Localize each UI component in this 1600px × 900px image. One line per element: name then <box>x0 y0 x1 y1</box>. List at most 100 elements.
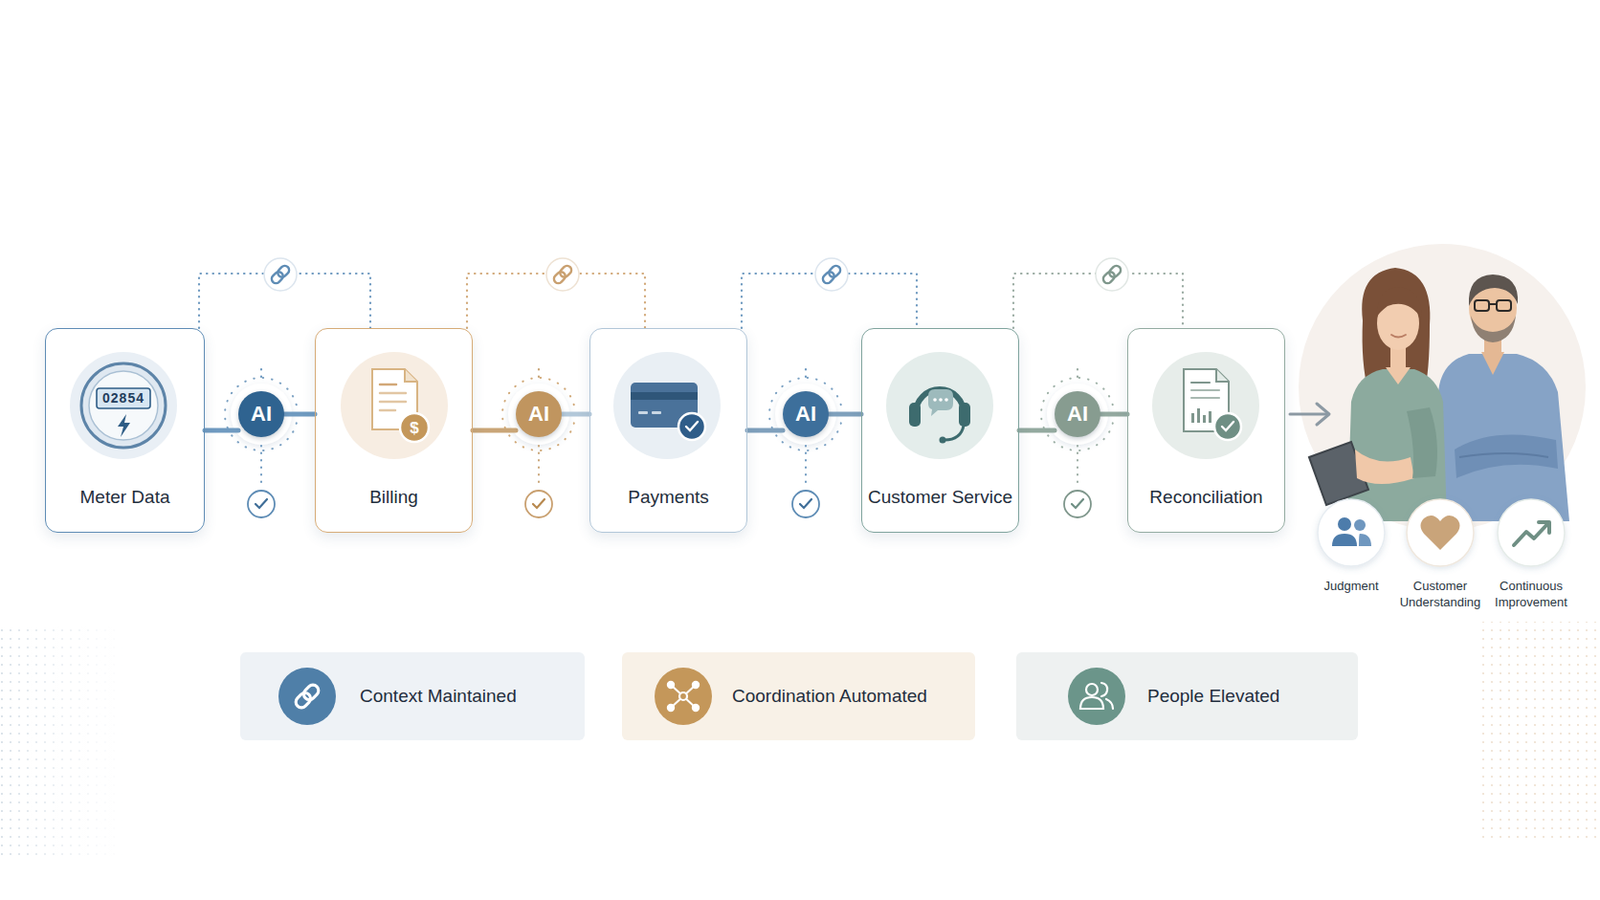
headset-icon-part <box>938 398 943 402</box>
report-icon-part <box>1191 397 1220 400</box>
headset-icon-part <box>958 402 971 427</box>
pill-icons-part <box>667 682 699 712</box>
people-illustration-part <box>1406 407 1438 479</box>
people-illustration-part <box>1361 267 1430 393</box>
report-icon-part <box>1191 381 1210 384</box>
check-markers-part <box>247 490 275 518</box>
context-link <box>199 273 371 329</box>
value-icons-part <box>1406 499 1474 567</box>
ai-halos-part <box>775 383 837 445</box>
check-markers-part <box>533 499 545 509</box>
link-icons-part <box>264 258 297 291</box>
headset-icon-part <box>909 402 921 427</box>
dot-texture-part <box>1478 622 1600 843</box>
process-box: Billing <box>314 328 473 534</box>
people-illustration-part <box>1385 367 1411 385</box>
people-illustration-part <box>1355 449 1415 485</box>
report-icon-part <box>1152 352 1260 460</box>
feature-pill: Coordination Automated <box>622 652 976 741</box>
pill-icons-part <box>1067 667 1126 726</box>
link-icons-part <box>546 258 579 291</box>
bill-icon-part <box>340 352 448 460</box>
headset-icon-part <box>939 437 947 445</box>
check-markers-part <box>525 490 553 518</box>
meter-icon-part <box>69 352 178 460</box>
ai-circle: AI <box>238 391 285 438</box>
card-icon-part <box>630 382 698 428</box>
handoff-arrow-part <box>1316 403 1330 425</box>
box-label: Reconciliation <box>1128 487 1285 509</box>
bill-icon-part <box>379 392 406 396</box>
card-icon-part <box>678 413 706 441</box>
handoff-arrow <box>1289 403 1330 425</box>
people-illustration-part <box>1390 346 1406 370</box>
headset-icon-part <box>915 389 964 414</box>
pill-icons-part <box>293 683 321 711</box>
process-box: Payments <box>589 328 748 534</box>
report-icon-part <box>1191 413 1195 423</box>
pill-label: People Elevated <box>1147 686 1351 708</box>
report-icon-part <box>1208 411 1212 423</box>
check-markers-part <box>800 499 812 509</box>
value-label: Judgment <box>1303 577 1400 595</box>
ai-label: AI <box>250 402 272 426</box>
headset-icon-part <box>928 389 954 417</box>
people-illustration-part <box>1309 442 1369 506</box>
meter-reading: 02854 <box>94 389 153 407</box>
check-markers-part <box>255 499 267 509</box>
pill-icons-part-part <box>670 685 696 709</box>
value-label: Customer Understanding <box>1392 577 1489 611</box>
report-icon <box>1152 352 1260 460</box>
check-markers-part <box>792 490 820 518</box>
ai-top-dots-part <box>1076 369 1079 379</box>
report-icon-part <box>1222 422 1234 431</box>
headset-icon-part <box>886 352 994 460</box>
handoff-arrow-part <box>1289 413 1328 417</box>
box-label: Customer Service <box>862 487 1019 509</box>
headset-icon-part <box>944 425 964 441</box>
currency-symbol: $ <box>404 418 424 439</box>
report-icon-part <box>1216 369 1229 382</box>
value-icons-part <box>1421 515 1461 551</box>
box-label: Payments <box>590 487 747 509</box>
pill-icons-part-part <box>692 705 699 712</box>
card-icon-part <box>651 411 662 415</box>
bill-icon-part <box>379 409 396 413</box>
context-link <box>1013 273 1183 329</box>
process-box: Reconciliation <box>1127 328 1286 534</box>
meter-icon <box>69 352 178 460</box>
report-icon-part <box>1183 369 1229 432</box>
bill-icon-part <box>379 400 406 404</box>
bill-icon-part <box>404 369 418 382</box>
people-illustration-part <box>1376 287 1423 320</box>
ai-top-dots-part <box>537 369 540 379</box>
report-icon-part <box>1191 389 1220 392</box>
ai-circle: AI <box>1054 391 1101 438</box>
ai-halos-part <box>1046 383 1109 445</box>
meter-icon-part <box>88 371 158 441</box>
ai-halos <box>224 377 1114 451</box>
pill-label: Coordination Automated <box>732 686 968 708</box>
feature-pill: Context Maintained <box>240 652 585 741</box>
value-icons-part <box>1497 499 1565 567</box>
link-icons-part <box>269 264 291 286</box>
link-icons-part <box>815 258 848 291</box>
check-markers-part <box>1076 445 1079 489</box>
value-icons-part <box>1332 533 1357 547</box>
report-icon-part <box>1202 415 1206 423</box>
people-illustration-part <box>1377 296 1420 351</box>
people-illustration-part <box>1459 453 1549 458</box>
check-markers-part <box>537 445 540 489</box>
ai-circle: AI <box>782 391 829 438</box>
pill-icons-part-part <box>1080 697 1104 710</box>
value-icons-part <box>1354 519 1366 532</box>
dot-texture <box>0 622 1600 857</box>
box-label: Meter Data <box>45 487 204 509</box>
flow-connector <box>1019 428 1055 434</box>
link-icons <box>264 258 1129 291</box>
context-link <box>741 273 917 329</box>
